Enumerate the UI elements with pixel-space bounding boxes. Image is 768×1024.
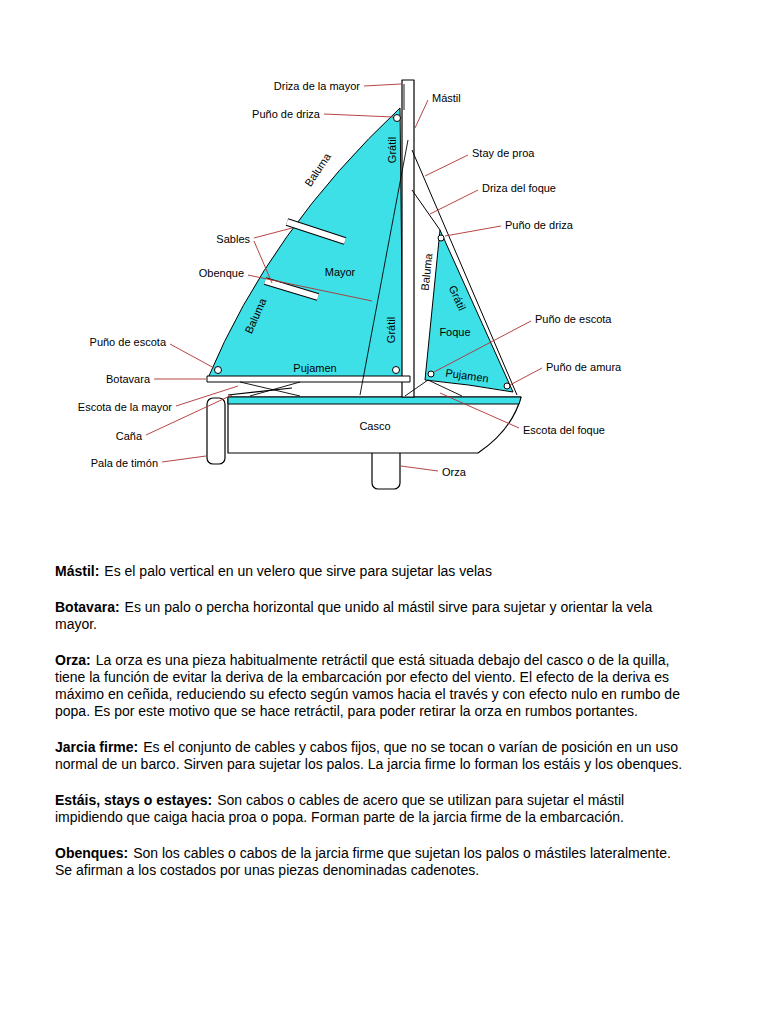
- part-label: Caña: [116, 430, 142, 443]
- main-sail: [208, 108, 403, 378]
- definition-term: Mástil:: [55, 563, 99, 579]
- definition-text: Es el conjunto de cables y cabos fijos, …: [55, 739, 682, 772]
- edge-label: Grátil: [385, 317, 398, 343]
- sail-name: Mayor: [325, 266, 356, 279]
- part-label: Puño de escota: [90, 336, 166, 349]
- definition-text: La orza es una pieza habitualmente retrá…: [55, 652, 680, 719]
- mainsheet: [240, 382, 300, 396]
- part-label: Driza del foque: [482, 182, 556, 195]
- definition-text: Es el palo vertical en un velero que sir…: [104, 563, 492, 579]
- label-layer: Driza de la mayorPuño de driza MástilStay…: [0, 0, 768, 520]
- shroud: [360, 140, 408, 395]
- hull: [228, 397, 521, 453]
- part-label: Sables: [216, 233, 250, 246]
- definition-text: Es un palo o percha horizontal que unido…: [55, 599, 652, 632]
- edge-label: Grátil: [446, 283, 469, 312]
- batten: [265, 281, 318, 297]
- edge-label: Baluma: [242, 296, 269, 335]
- part-label: Puño de driza: [505, 219, 573, 232]
- leader-lines: [146, 84, 542, 471]
- part-label: Pala de timón: [91, 457, 158, 470]
- edge-label: Pujamen: [293, 362, 336, 375]
- part-label: Botavara: [106, 373, 150, 386]
- edge-label: Pujamen: [445, 367, 490, 386]
- part-label: Driza de la mayor: [274, 80, 360, 93]
- definition-paragraph: Estáis, stays o estayes:Son cabos o cabl…: [55, 792, 687, 826]
- definition-paragraph: Obenques:Son los cables o cabos de la ja…: [55, 845, 687, 879]
- mast: [402, 80, 414, 397]
- part-label: Obenque: [199, 267, 244, 280]
- batten: [265, 281, 318, 297]
- jib-sheet: [428, 380, 462, 396]
- part-label: Puño de driza: [252, 108, 320, 121]
- definition-paragraph: Mástil: Es el palo vertical en un velero …: [55, 563, 687, 580]
- hull-stripe: [228, 397, 521, 404]
- definition-term: Botavara:: [55, 599, 120, 615]
- definition-term: Estáis, stays o estayes:: [55, 792, 212, 808]
- definition-paragraph: Jarcia firme:Es el conjunto de cables y …: [55, 739, 687, 773]
- hull-name: Casco: [359, 420, 390, 433]
- jib-sheet: [405, 380, 428, 396]
- definition-term: Obenques:: [55, 845, 128, 861]
- part-label: Orza: [442, 466, 466, 479]
- sail-corners: [215, 115, 511, 390]
- definition-paragraph: Orza:La orza es una pieza habitualmente …: [55, 652, 687, 720]
- batten: [287, 222, 345, 241]
- sailboat: [207, 80, 521, 489]
- definition-text: Son los cables o cabos de la jarcia firm…: [55, 845, 671, 878]
- batten: [287, 222, 345, 241]
- sailboat-illustration: [0, 0, 768, 560]
- sail-name: Foque: [439, 326, 470, 339]
- jib-halyard: [412, 190, 440, 230]
- part-label: Mástil: [432, 92, 461, 105]
- definition-term: Jarcia firme:: [55, 739, 138, 755]
- edge-label: Baluma: [302, 151, 334, 189]
- rudder-blade: [207, 398, 225, 464]
- edge-label: Grátil: [386, 137, 399, 163]
- jib-sail: [425, 230, 513, 392]
- part-label: Puño de amura: [546, 361, 621, 374]
- mainsheet: [250, 382, 300, 396]
- part-label: Escota del foque: [523, 424, 605, 437]
- boom: [207, 376, 410, 382]
- main-halyard: [404, 84, 405, 110]
- edge-label: Baluma: [419, 253, 436, 291]
- part-label: Escota de la mayor: [78, 401, 172, 414]
- definition-term: Orza:: [55, 652, 91, 668]
- definition-paragraph: Botavara:Es un palo o percha horizontal …: [55, 599, 687, 633]
- text-section: Mástil: Es el palo vertical en un velero …: [55, 563, 687, 898]
- part-label: Puño de escota: [535, 313, 611, 326]
- part-label: Stay de proa: [472, 147, 534, 160]
